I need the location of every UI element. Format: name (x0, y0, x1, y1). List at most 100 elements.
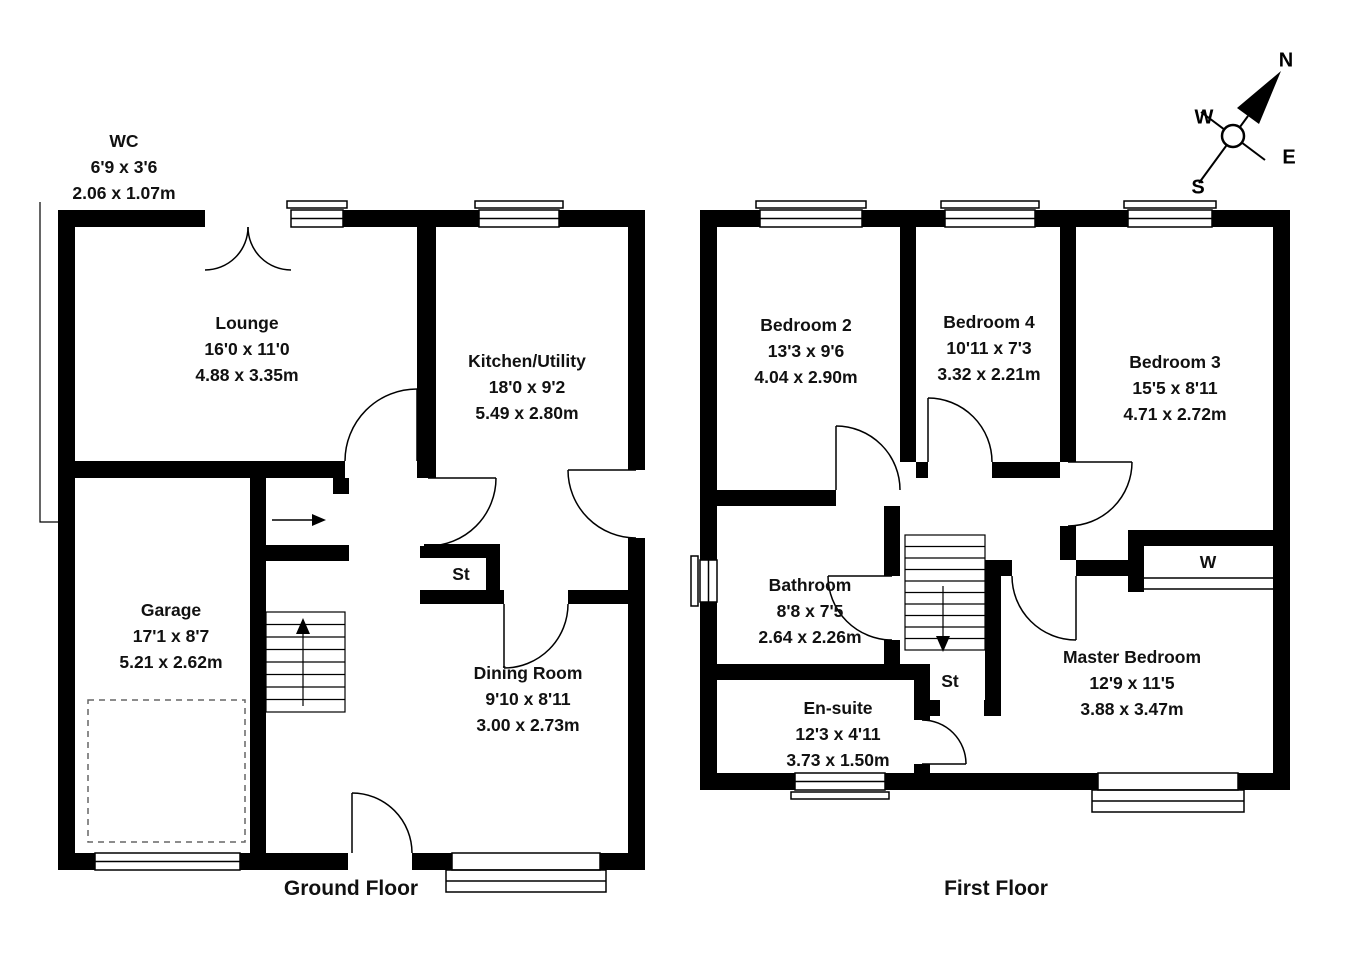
ground-doors (204, 226, 637, 854)
room-size-imperial: 12'9 x 11'5 (1089, 673, 1175, 693)
compass-label-south: S (1191, 176, 1205, 199)
wall-segment (1212, 210, 1290, 227)
door-arc (921, 719, 967, 765)
room-name: Bathroom (768, 575, 852, 595)
wall-segment (1128, 530, 1144, 592)
window-sill (474, 200, 564, 209)
wall-segment (1076, 560, 1128, 576)
window-sill (1123, 200, 1217, 209)
window-sill (690, 555, 699, 607)
wall-segment (1273, 210, 1290, 790)
wall-segment (985, 560, 1001, 716)
room-size-imperial: 16'0 x 11'0 (204, 339, 290, 359)
wall-segment (58, 210, 75, 870)
window-sill (286, 200, 348, 209)
room-name: St (941, 671, 959, 691)
ground-stairs (265, 611, 346, 713)
wall-segment (900, 227, 916, 462)
room-label-store-first: St (941, 668, 959, 694)
door-arc (344, 388, 418, 462)
room-size-imperial: 8'8 x 7'5 (776, 601, 844, 621)
wall-segment (343, 210, 479, 227)
room-size-metric: 3.88 x 3.47m (1080, 699, 1184, 719)
window (451, 852, 601, 871)
door-arc (204, 226, 249, 271)
wc-entry-arrow (272, 514, 326, 526)
wall-segment (58, 461, 345, 478)
room-label-wc: WC 6'9 x 3'6 2.06 x 1.07m (72, 128, 175, 206)
wall-segment (1035, 210, 1128, 227)
room-label-dining: Dining Room 9'10 x 8'11 3.00 x 2.73m (474, 660, 583, 738)
room-label-bedroom3: Bedroom 3 15'5 x 8'11 4.71 x 2.72m (1123, 349, 1226, 427)
room-size-metric: 3.73 x 1.50m (786, 750, 890, 770)
room-name: Bedroom 4 (943, 312, 1035, 332)
wall-segment (58, 210, 205, 227)
wall-segment (717, 490, 836, 506)
compass-label-east: E (1282, 146, 1296, 169)
wall-segment (717, 664, 930, 680)
compass-label-north: N (1278, 49, 1294, 72)
wall-segment (420, 590, 504, 604)
wall-segment (1060, 526, 1076, 560)
wall-segment (1238, 773, 1290, 790)
room-label-store-ground: St (452, 561, 470, 587)
wall-segment (333, 478, 349, 494)
door-arc (1067, 461, 1133, 527)
window (1097, 772, 1239, 791)
door-arc (567, 469, 637, 539)
stairs-up-arrow (296, 618, 310, 634)
first-floor-title: First Floor (944, 877, 1048, 900)
room-name: Garage (140, 600, 202, 620)
room-size-imperial: 6'9 x 3'6 (90, 157, 158, 177)
window-sill (755, 200, 867, 209)
wall-segment (559, 210, 645, 227)
room-size-metric: 2.06 x 1.07m (72, 183, 176, 203)
room-label-garage: Garage 17'1 x 8'7 5.21 x 2.62m (119, 597, 222, 675)
wall-segment (992, 462, 1060, 478)
room-name: En-suite (803, 698, 873, 718)
door-arc (503, 603, 569, 669)
wall-segment (700, 773, 795, 790)
room-label-kitchen: Kitchen/Utility 18'0 x 9'2 5.49 x 2.80m (468, 348, 586, 426)
wall-segment (568, 590, 628, 604)
room-label-wardrobe: W (1200, 549, 1217, 575)
compass-rose (1198, 71, 1281, 184)
wall-segment (240, 853, 348, 870)
wall-segment (984, 700, 1001, 716)
window-sill (940, 200, 1040, 209)
room-size-imperial: 12'3 x 4'11 (795, 724, 881, 744)
door-arc (927, 397, 993, 463)
wall-segment (884, 640, 900, 664)
room-name: Bedroom 3 (1129, 352, 1221, 372)
room-size-imperial: 15'5 x 8'11 (1132, 378, 1218, 398)
room-size-metric: 4.88 x 3.35m (195, 365, 299, 385)
wall-segment (424, 544, 500, 558)
stairs-down-arrow (936, 636, 950, 652)
wall-segment (412, 853, 452, 870)
wall-segment (250, 478, 266, 853)
room-label-bathroom: Bathroom 8'8 x 7'5 2.64 x 2.26m (758, 572, 861, 650)
door-arc (427, 477, 497, 547)
room-label-ensuite: En-suite 12'3 x 4'11 3.73 x 1.50m (786, 695, 889, 773)
wall-segment (862, 210, 945, 227)
wall-segment (417, 227, 436, 478)
wall-segment (884, 506, 900, 576)
room-size-metric: 5.21 x 2.62m (119, 652, 223, 672)
wall-segment (700, 210, 717, 560)
wall-segment (914, 680, 930, 720)
ground-windows (94, 200, 607, 893)
room-name: W (1199, 552, 1217, 572)
door-arc (247, 226, 292, 271)
room-size-metric: 2.64 x 2.26m (758, 627, 862, 647)
room-name: Dining Room (473, 663, 583, 683)
room-size-metric: 3.00 x 2.73m (476, 715, 580, 735)
door-arc (351, 792, 413, 854)
room-name: St (452, 564, 470, 584)
room-name: Lounge (215, 313, 279, 333)
door-arc (827, 575, 893, 641)
wall-segment (1060, 227, 1076, 462)
ground-floor-plan (39, 200, 645, 893)
garage-dashed-outline (87, 699, 246, 843)
